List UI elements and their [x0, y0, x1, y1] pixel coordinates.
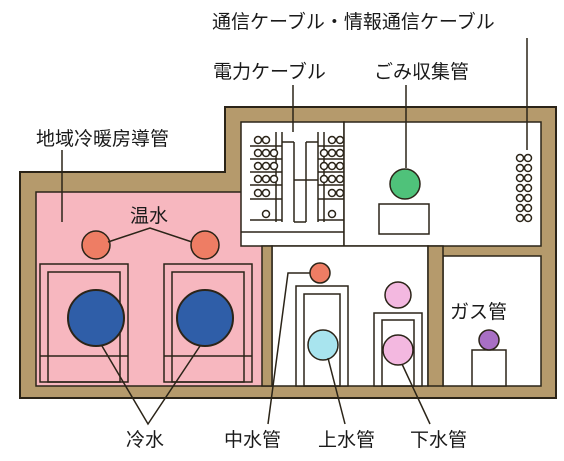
upper-right-chamber [343, 121, 542, 247]
garbage-pipe-support [378, 203, 430, 235]
telecom-cables [515, 153, 533, 223]
hot-water-pipe-left [81, 230, 111, 260]
water-supply-pipe-label: 上水管 [318, 429, 375, 451]
reclaimed-water-pipe [309, 262, 331, 284]
cable-shelves [241, 145, 344, 233]
divider-wall-2 [427, 245, 444, 387]
divider-wall [261, 245, 273, 387]
water-supply-pipe [307, 329, 339, 361]
sewer-pipe-label: 下水管 [410, 429, 467, 451]
gas-pipe [478, 329, 500, 351]
cold-water-pipe-right [176, 289, 234, 347]
cold-water-leader [101, 345, 201, 426]
district-heating-label: 地域冷暖房導管 [36, 128, 169, 150]
reclaimed-pipe-support-inner [303, 293, 341, 387]
water-supply-leader [327, 357, 346, 425]
hot-water-leader [107, 227, 193, 243]
power-cable-label: 電力ケーブル [213, 60, 326, 83]
heating-chamber [35, 191, 273, 387]
power-cables [253, 135, 345, 219]
garbage-pipe-label: ごみ収集管 [374, 61, 469, 83]
cold-water-label: 冷水 [126, 429, 164, 451]
sewer-leader [401, 363, 431, 425]
garbage-pipe [389, 168, 421, 200]
cold-water-frames [39, 263, 253, 383]
hot-water-label: 温水 [130, 205, 168, 227]
power-cable-rack [275, 132, 325, 223]
hot-water-pipe-right [190, 230, 220, 260]
gas-pipe-support [471, 349, 507, 387]
sewer-pipe-support-inner [381, 319, 415, 387]
sewer-pipe-upper [384, 281, 412, 309]
telecom-cable-label: 通信ケーブル・情報通信ケーブル [212, 10, 495, 33]
reclaimed-water-pipe-label: 中水管 [224, 429, 281, 451]
gas-pipe-label: ガス管 [450, 301, 507, 323]
sewer-pipe-lower [382, 334, 414, 366]
cold-water-pipe-left [67, 289, 125, 347]
reclaimed-leader [267, 272, 310, 425]
